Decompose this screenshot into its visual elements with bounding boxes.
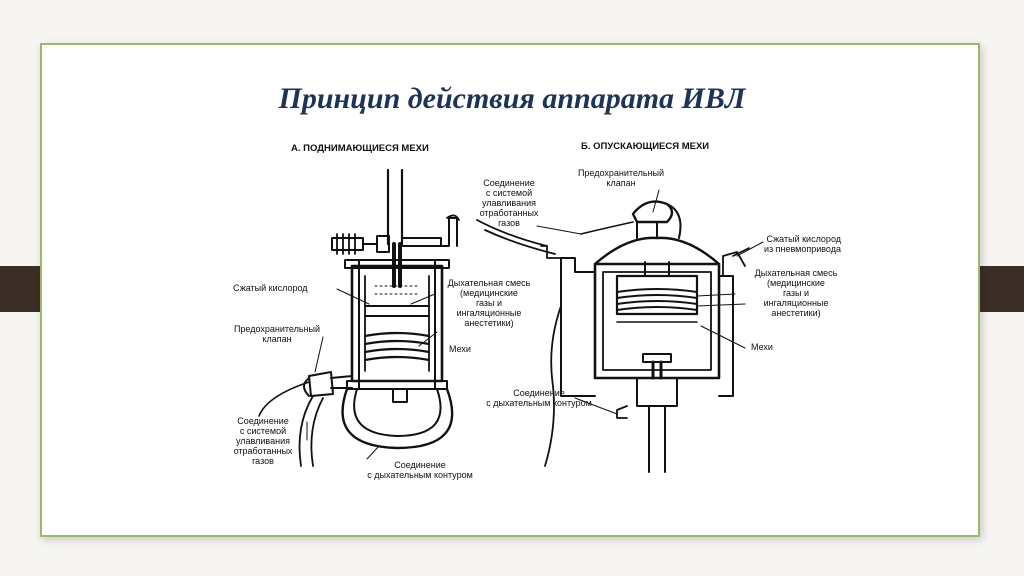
panel-b-heading: Б. ОПУСКАЮЩИЕСЯ МЕХИ bbox=[581, 141, 710, 152]
panel-a-label-relief-valve: Предохранительный клапан bbox=[233, 324, 321, 344]
panel-b-label-breathing-mix: Дыхательная смесь (медицинские газы и ин… bbox=[754, 268, 838, 318]
panel-b-label-relief-valve: Предохранительный клапан bbox=[577, 168, 665, 188]
panel-a-heading: А. ПОДНИМАЮЩИЕСЯ МЕХИ bbox=[291, 143, 429, 154]
panel-b-drawing bbox=[476, 189, 764, 473]
panel-b-label-drive-oxygen: Сжатый кислород из пневмопривода bbox=[763, 234, 841, 254]
panel-b-label-circuit: Соединение с дыхательным контуром bbox=[486, 388, 592, 408]
panel-a-drawing bbox=[258, 168, 460, 467]
ventilator-diagram: А. ПОДНИМАЮЩИЕСЯ МЕХИ Сжатый кислород Пр… bbox=[197, 126, 869, 494]
diagram-drawing bbox=[258, 168, 764, 473]
panel-b-label-bellows: Мехи bbox=[751, 342, 773, 352]
panel-a-label-compressed-oxygen: Сжатый кислород bbox=[233, 283, 308, 293]
panel-a-label-bellows: Мехи bbox=[449, 344, 471, 354]
slide-title: Принцип действия аппарата ИВЛ bbox=[278, 82, 746, 115]
panel-b-label-scavenging: Соединение с системой улавливания отрабо… bbox=[479, 178, 539, 228]
panel-a-label-breathing-mix: Дыхательная смесь (медицинские газы и ин… bbox=[447, 278, 531, 328]
panel-a-label-circuit: Соединение с дыхательным контуром bbox=[367, 460, 473, 480]
panel-a-label-scavenging: Соединение с системой улавливания отрабо… bbox=[233, 416, 293, 466]
